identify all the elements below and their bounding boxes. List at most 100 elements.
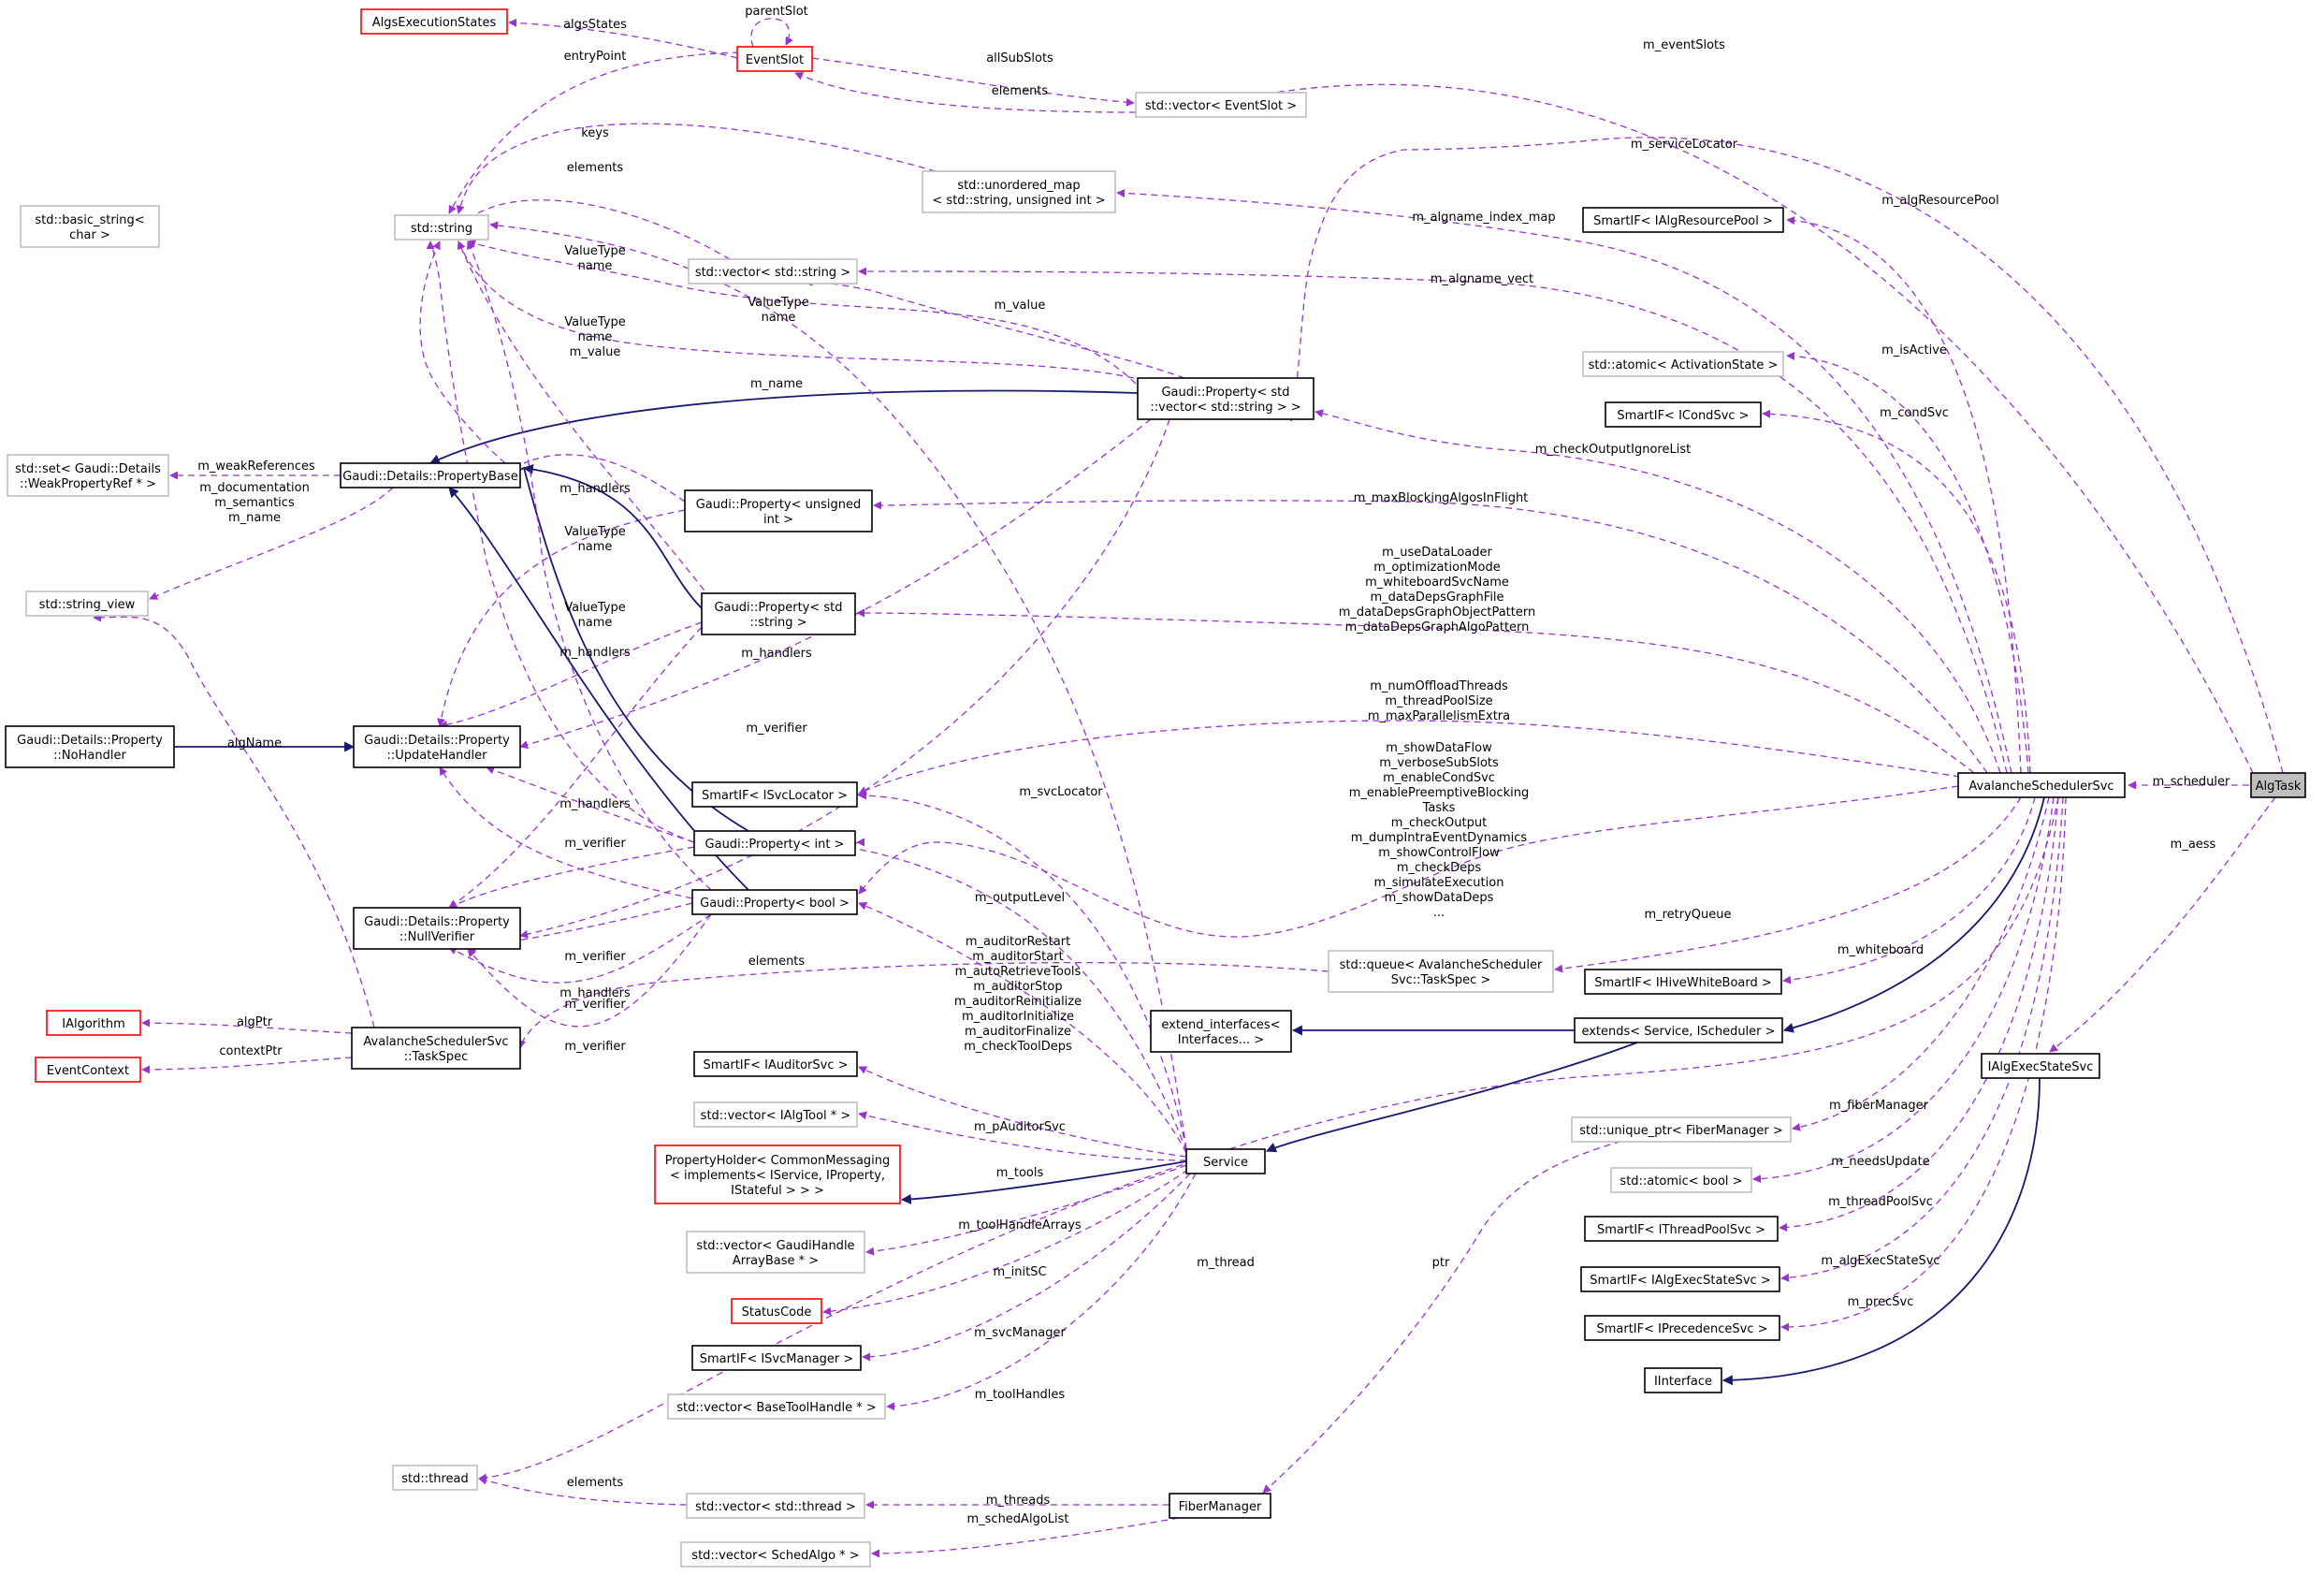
node-atomic-activation[interactable]: std::atomic< ActivationState > [1582,351,1784,377]
node-eventslot[interactable]: EventSlot [736,46,813,72]
node-updatehandler[interactable]: Gaudi::Details::Property::UpdateHandler [353,725,521,768]
node-statuscode[interactable]: StatusCode [731,1298,822,1324]
member-edge [858,785,1959,938]
member-edge [1786,216,2022,774]
node-ialgexecstatesvc[interactable]: IAlgExecStateSvc [1981,1053,2100,1079]
node-extend-interfaces[interactable]: extend_interfaces<Interfaces... > [1150,1010,1292,1053]
node-label: AvalancheSchedulerSvc [1968,780,2113,794]
member-edge [811,57,1135,107]
node-vec-string[interactable]: std::vector< std::string > [688,258,858,284]
node-vec-ialgtool[interactable]: std::vector< IAlgTool * > [693,1101,858,1128]
node-unordered-map[interactable]: std::unordered_map< std::string, unsigne… [922,170,1116,213]
edge-label: ValueType [564,315,626,329]
node-label: SmartIF< IAlgExecStateSvc > [1590,1274,1770,1288]
member-edge [794,72,1137,113]
node-vec-schedalgo[interactable]: std::vector< SchedAlgo * > [680,1541,871,1568]
node-nohandler[interactable]: Gaudi::Details::Property::NoHandler [5,725,175,768]
node-algtask[interactable]: AlgTask [2250,772,2306,798]
node-prop-vec-string[interactable]: Gaudi::Property< std::vector< std::strin… [1137,377,1315,420]
node-label: Gaudi::Property< bool > [700,897,850,911]
node-std-thread[interactable]: std::thread [392,1465,478,1491]
node-smartif-ithreadpoolsvc[interactable]: SmartIF< IThreadPoolSvc > [1584,1216,1779,1242]
node-atomic-bool[interactable]: std::atomic< bool > [1610,1167,1752,1193]
node-box [46,1010,141,1036]
edge-label: elements [992,84,1049,98]
edge-label: m_value [995,299,1046,313]
edge-label: m_condSvc [1880,406,1949,420]
node-box [1981,1053,2100,1079]
node-vec-basetoolhandle[interactable]: std::vector< BaseToolHandle * > [667,1393,886,1420]
edge-label: ValueType [564,601,626,615]
edge-label: algPtr [237,1015,273,1029]
node-box [2250,772,2306,798]
node-box [1169,1493,1271,1519]
member-edge [149,487,394,600]
node-prop-bool[interactable]: Gaudi::Property< bool > [691,889,858,915]
node-label: Gaudi::Property< int > [705,838,845,852]
edge-label: ValueType [564,244,626,258]
node-label: std::string_view [39,598,136,612]
edge-label: m_auditorRestart [966,935,1070,949]
node-property-base[interactable]: Gaudi::Details::PropertyBase [340,462,521,489]
member-edge [448,51,740,214]
node-smartif-ialgresourcepool[interactable]: SmartIF< IAlgResourcePool > [1582,207,1784,233]
node-fibermanager[interactable]: FiberManager [1169,1493,1271,1519]
member-edge [141,1018,353,1034]
node-label: Svc::TaskSpec > [1391,973,1491,987]
node-smartif-iprecedencesvc[interactable]: SmartIF< IPrecedenceSvc > [1584,1315,1780,1341]
node-iinterface[interactable]: IInterface [1644,1367,1722,1393]
member-edge [1762,409,2031,774]
edge-label: m_threads [986,1494,1051,1508]
node-label: std::vector< IAlgTool * > [701,1109,851,1123]
edge-label: m_fiberManager [1829,1099,1929,1113]
node-smartif-icondsvc[interactable]: SmartIF< ICondSvc > [1605,401,1762,428]
node-string-view[interactable]: std::string_view [25,591,149,617]
edge-label: ValueType [564,525,626,539]
member-edge [886,1173,1197,1411]
node-box [691,781,858,808]
node-label: std::unique_ptr< FiberManager > [1579,1124,1782,1138]
member-edge [1792,796,2050,1131]
edge-label: entryPoint [564,50,627,64]
member-edge [858,1111,1187,1161]
edge-label: m_enableCondSvc [1383,771,1495,785]
member-edge [439,766,693,899]
node-vec-thread[interactable]: std::vector< std::thread > [686,1493,865,1519]
node-algsexecstates[interactable]: AlgsExecutionStates [360,8,508,35]
node-ialgorithm[interactable]: IAlgorithm [46,1010,141,1036]
node-smartif-isvcmanager[interactable]: SmartIF< ISvcManager > [691,1345,862,1371]
node-prop-int[interactable]: Gaudi::Property< int > [693,830,856,856]
node-smartif-ihivewhiteboard[interactable]: SmartIF< IHiveWhiteBoard > [1584,969,1782,995]
inheritance-edge [1782,796,2045,1033]
node-box [684,489,873,532]
node-nullverifier[interactable]: Gaudi::Details::Property::NullVerifier [353,907,521,950]
node-set-weakprop[interactable]: std::set< Gaudi::Details::WeakPropertyRe… [7,454,169,497]
node-avsvc[interactable]: AvalancheSchedulerSvc [1957,772,2126,798]
node-basic-string[interactable]: std::basic_string<char > [20,205,160,248]
node-smartif-ialgexecstatesvc[interactable]: SmartIF< IAlgExecStateSvc > [1580,1266,1780,1292]
node-label: ::WeakPropertyRef * > [20,477,156,491]
node-smartif-iauditorsvc[interactable]: SmartIF< IAuditorSvc > [693,1051,858,1077]
node-taskspec[interactable]: AvalancheSchedulerSvc::TaskSpec [351,1027,521,1070]
node-unique-ptr-fiber[interactable]: std::unique_ptr< FiberManager > [1571,1116,1792,1143]
node-label: std::queue< AvalancheScheduler [1340,958,1543,972]
node-vec-eventslot[interactable]: std::vector< EventSlot > [1135,92,1307,118]
node-label: FiberManager [1179,1500,1262,1514]
node-queue-taskspec[interactable]: std::queue< AvalancheSchedulerSvc::TaskS… [1328,950,1554,993]
node-smartif-isvclocator[interactable]: SmartIF< ISvcLocator > [691,781,858,808]
edge-label: allSubSlots [986,51,1053,66]
node-label: std::atomic< bool > [1620,1174,1742,1189]
edge-label: elements [748,955,806,969]
edge-label: m_checkDeps [1397,861,1481,875]
node-extends[interactable]: extends< Service, IScheduler > [1574,1017,1783,1043]
node-propertyholder[interactable]: PropertyHolder< CommonMessaging< impleme… [654,1145,901,1204]
edge-label: name [578,540,613,554]
node-service[interactable]: Service [1185,1148,1266,1174]
node-std-string[interactable]: std::string [394,214,489,241]
member-edge [439,621,703,729]
node-prop-string[interactable]: Gaudi::Property< std::string > [701,592,856,635]
node-eventcontext[interactable]: EventContext [35,1057,141,1083]
